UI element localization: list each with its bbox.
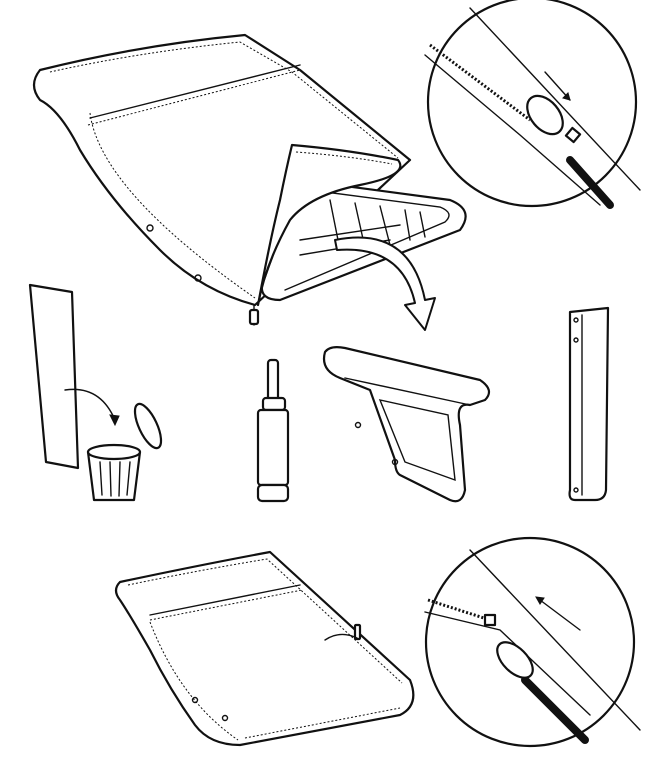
seat-cushion-zipped [114, 550, 415, 747]
seat-cushion-unzipping [32, 33, 467, 326]
gas-cylinder [256, 358, 290, 503]
armrest [322, 346, 491, 503]
curved-arrow-icon [334, 236, 436, 331]
packaging-sheet [28, 283, 120, 470]
trash-bin-icon [86, 402, 163, 502]
zipper-detail-zip [424, 536, 641, 748]
mounting-bracket [568, 306, 610, 502]
zipper-detail-unzip [424, 0, 641, 209]
